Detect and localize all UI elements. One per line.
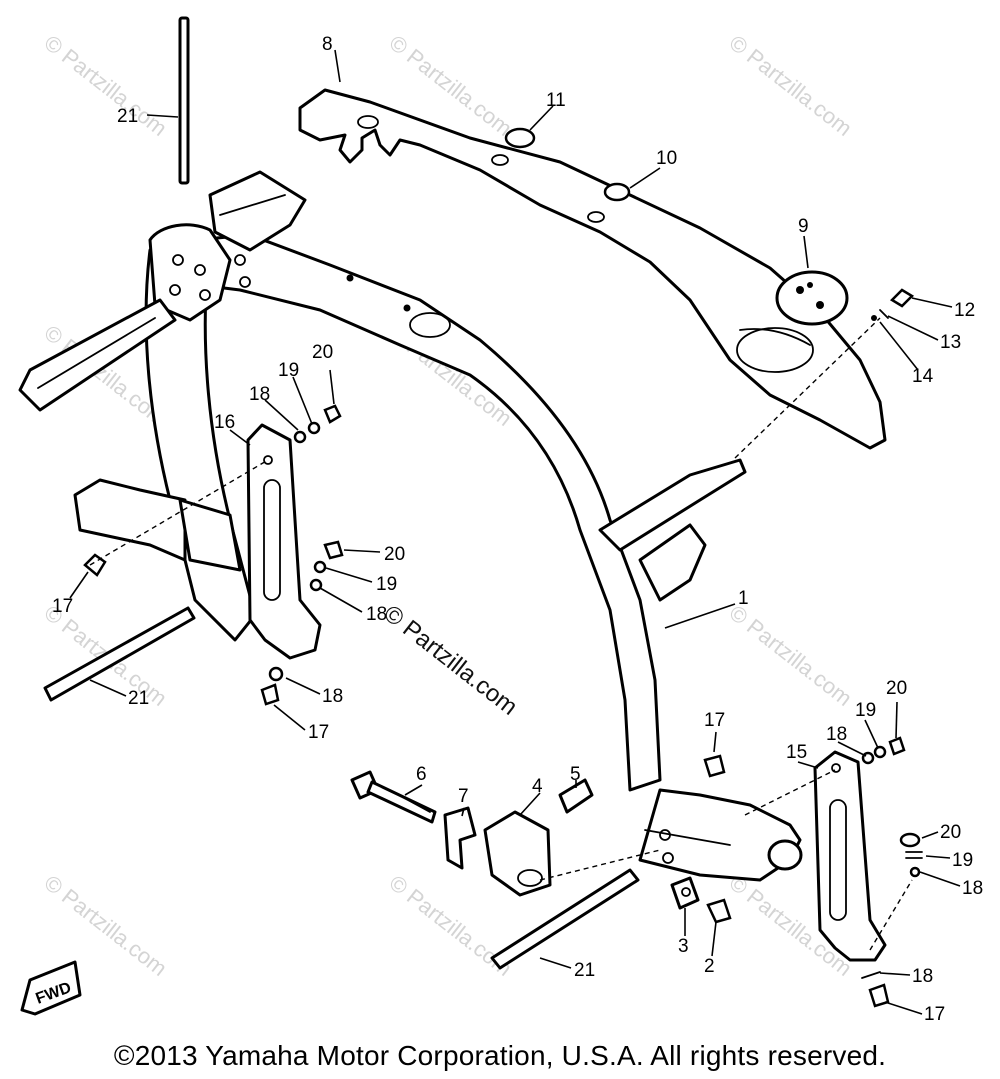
callout-15: 15 bbox=[786, 742, 807, 763]
plate-7 bbox=[443, 806, 477, 870]
callout-2: 2 bbox=[704, 956, 715, 977]
hardware-right bbox=[703, 736, 923, 1008]
round-plate bbox=[775, 270, 849, 326]
callout-17-mid: 17 bbox=[704, 710, 725, 731]
callout-1: 1 bbox=[738, 588, 749, 609]
callout-18-right-mid: 18 bbox=[962, 878, 983, 899]
rod-21-top bbox=[178, 16, 190, 185]
callout-9: 9 bbox=[798, 216, 809, 237]
rod-21-bottom bbox=[490, 868, 640, 970]
callout-8: 8 bbox=[322, 34, 333, 55]
callout-13: 13 bbox=[940, 332, 961, 353]
callout-16: 16 bbox=[214, 412, 235, 433]
callout-19-left-top: 19 bbox=[278, 360, 299, 381]
callout-20-right-mid: 20 bbox=[940, 822, 961, 843]
spring-13 bbox=[879, 309, 889, 319]
leader-lines bbox=[69, 49, 961, 1015]
callout-20-right-top: 20 bbox=[886, 678, 907, 699]
callout-21-top: 21 bbox=[117, 106, 138, 127]
parts-diagram: 8 11 10 9 12 13 14 21 16 18 19 20 20 19 … bbox=[18, 16, 983, 1025]
cover-plate bbox=[298, 88, 887, 450]
washer-10 bbox=[603, 182, 631, 202]
pin-14 bbox=[871, 315, 877, 321]
clamp-4 bbox=[483, 810, 552, 897]
callout-14: 14 bbox=[912, 366, 934, 387]
callout-17-left: 17 bbox=[52, 596, 73, 617]
callout-6: 6 bbox=[416, 764, 427, 785]
callout-7: 7 bbox=[458, 786, 469, 807]
callout-19-right-top: 19 bbox=[855, 700, 876, 721]
slotted-plate-left bbox=[246, 423, 322, 660]
washer-3 bbox=[670, 876, 700, 910]
rod-21-left bbox=[43, 606, 196, 702]
callout-19-right-mid: 19 bbox=[952, 850, 973, 871]
bolt-2 bbox=[706, 898, 732, 924]
hardware-left bbox=[83, 404, 344, 706]
callout-5: 5 bbox=[570, 764, 581, 785]
callout-18-right-low: 18 bbox=[912, 966, 933, 987]
callout-18-left-top: 18 bbox=[249, 384, 270, 405]
callout-11: 11 bbox=[546, 90, 566, 111]
callout-18-right-top: 18 bbox=[826, 724, 847, 745]
callout-17-right-low: 17 bbox=[924, 1004, 945, 1025]
slotted-plate-right bbox=[813, 750, 887, 962]
callout-17-left-low: 17 bbox=[308, 722, 329, 743]
callout-20-left-mid: 20 bbox=[384, 544, 405, 565]
copyright-notice: ©2013 Yamaha Motor Corporation, U.S.A. A… bbox=[113, 1040, 887, 1071]
callout-4: 4 bbox=[532, 776, 543, 797]
callout-numbers: 8 11 10 9 12 13 14 21 16 18 19 20 20 19 … bbox=[52, 34, 983, 1025]
bolt-12 bbox=[889, 288, 915, 308]
callout-3: 3 bbox=[678, 936, 689, 957]
callout-12: 12 bbox=[954, 300, 975, 321]
fwd-arrow: FWD bbox=[20, 960, 82, 1016]
callout-21-bottom: 21 bbox=[574, 960, 595, 981]
bolt-6 bbox=[350, 770, 437, 824]
callout-18-left-mid: 18 bbox=[366, 604, 387, 625]
callout-21-left: 21 bbox=[128, 688, 149, 709]
callout-10: 10 bbox=[656, 148, 677, 169]
callout-18-left-low: 18 bbox=[322, 686, 343, 707]
callout-20-left-top: 20 bbox=[312, 342, 333, 363]
washer-11 bbox=[504, 127, 536, 149]
tiller-frame bbox=[18, 170, 803, 882]
callout-19-left-mid: 19 bbox=[376, 574, 397, 595]
